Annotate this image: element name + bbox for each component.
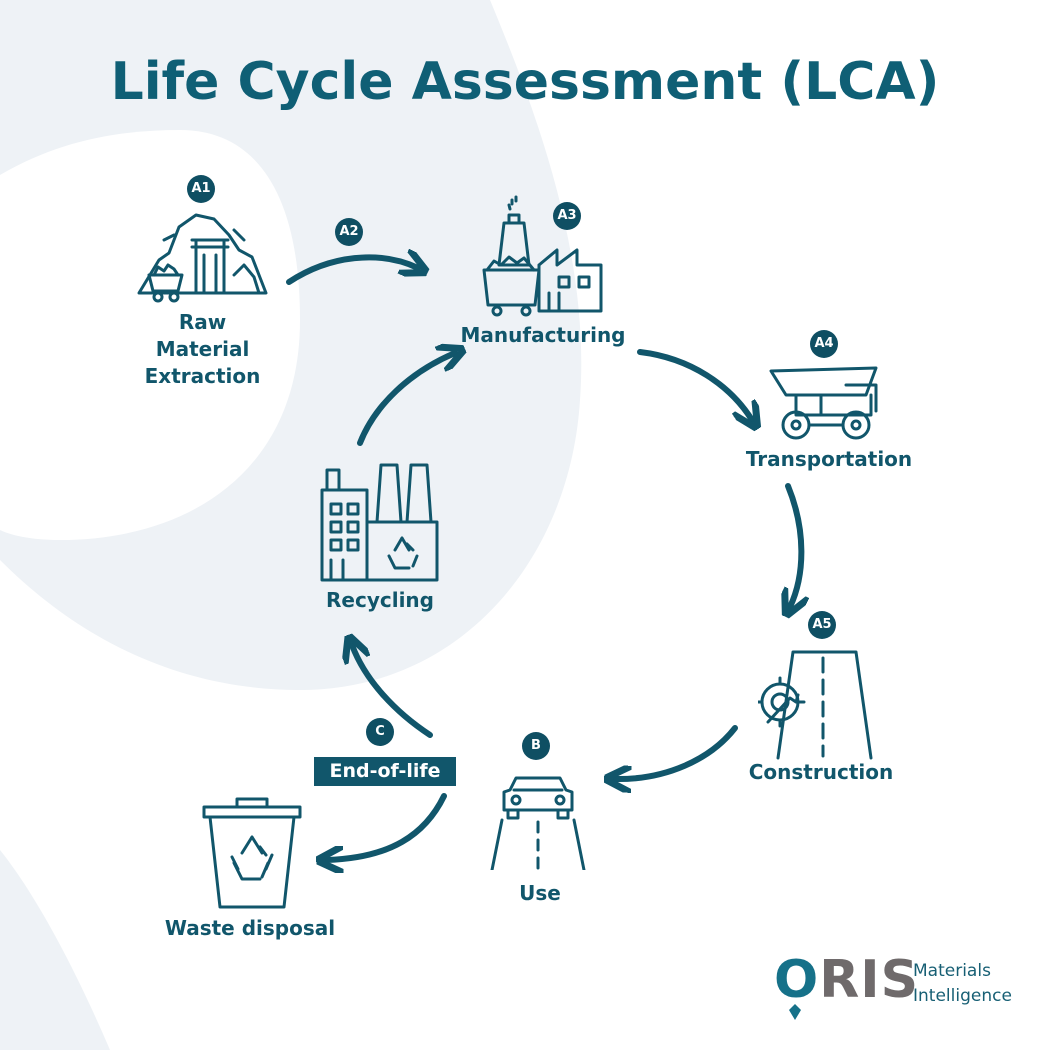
badge-a5: A5: [808, 611, 836, 639]
logo-line-materials: Materials: [913, 961, 991, 981]
label-waste-disposal: Waste disposal: [164, 916, 336, 940]
label-line-raw: Raw: [178, 310, 227, 334]
dump-truck-icon: [769, 366, 878, 440]
mine-icon: [137, 213, 268, 303]
arrow-a1-to-a3: [286, 257, 418, 285]
label-end-of-life: End-of-life: [314, 757, 456, 786]
badge-a4: A4: [810, 330, 838, 358]
badge-b: B: [522, 732, 550, 760]
label-transportation: Transportation: [745, 447, 913, 471]
logo-tagline: Materials Intelligence: [913, 959, 1012, 1009]
logo-line-intelligence: Intelligence: [913, 986, 1012, 1006]
road-construction-icon: [758, 650, 873, 760]
location-pin-icon: [789, 1004, 801, 1020]
logo-letter-o: O: [774, 950, 820, 1010]
factory-icon: [482, 195, 603, 317]
arrow-a5-to-b: [615, 725, 738, 779]
arrow-a3-to-a4: [637, 349, 752, 420]
recycle-bin-icon: [202, 797, 302, 909]
badge-a2: A2: [335, 218, 363, 246]
label-manufacturing: Manufacturing: [460, 323, 626, 347]
car-road-icon: [490, 776, 586, 870]
recycling-plant-icon: [320, 463, 439, 582]
label-raw-material-extraction: Raw Material Extraction: [120, 309, 285, 390]
arrow-c-to-recycling: [352, 645, 433, 738]
label-construction: Construction: [748, 760, 894, 784]
badge-c: C: [366, 718, 394, 746]
page-title: Life Cycle Assessment (LCA): [110, 52, 940, 112]
arrow-a4-to-a5: [788, 483, 801, 607]
logo-letters-ris: RIS: [819, 950, 920, 1010]
label-recycling: Recycling: [326, 588, 434, 612]
badge-a3: A3: [553, 202, 581, 230]
logo-wordmark: ORIS: [774, 950, 919, 1010]
label-line-material: Material: [155, 337, 250, 361]
arrow-recycling-to-a3: [357, 353, 455, 446]
badge-a1: A1: [187, 175, 215, 203]
label-use: Use: [519, 881, 561, 905]
label-line-extraction: Extraction: [144, 364, 261, 388]
arrow-c-to-waste: [327, 793, 447, 860]
